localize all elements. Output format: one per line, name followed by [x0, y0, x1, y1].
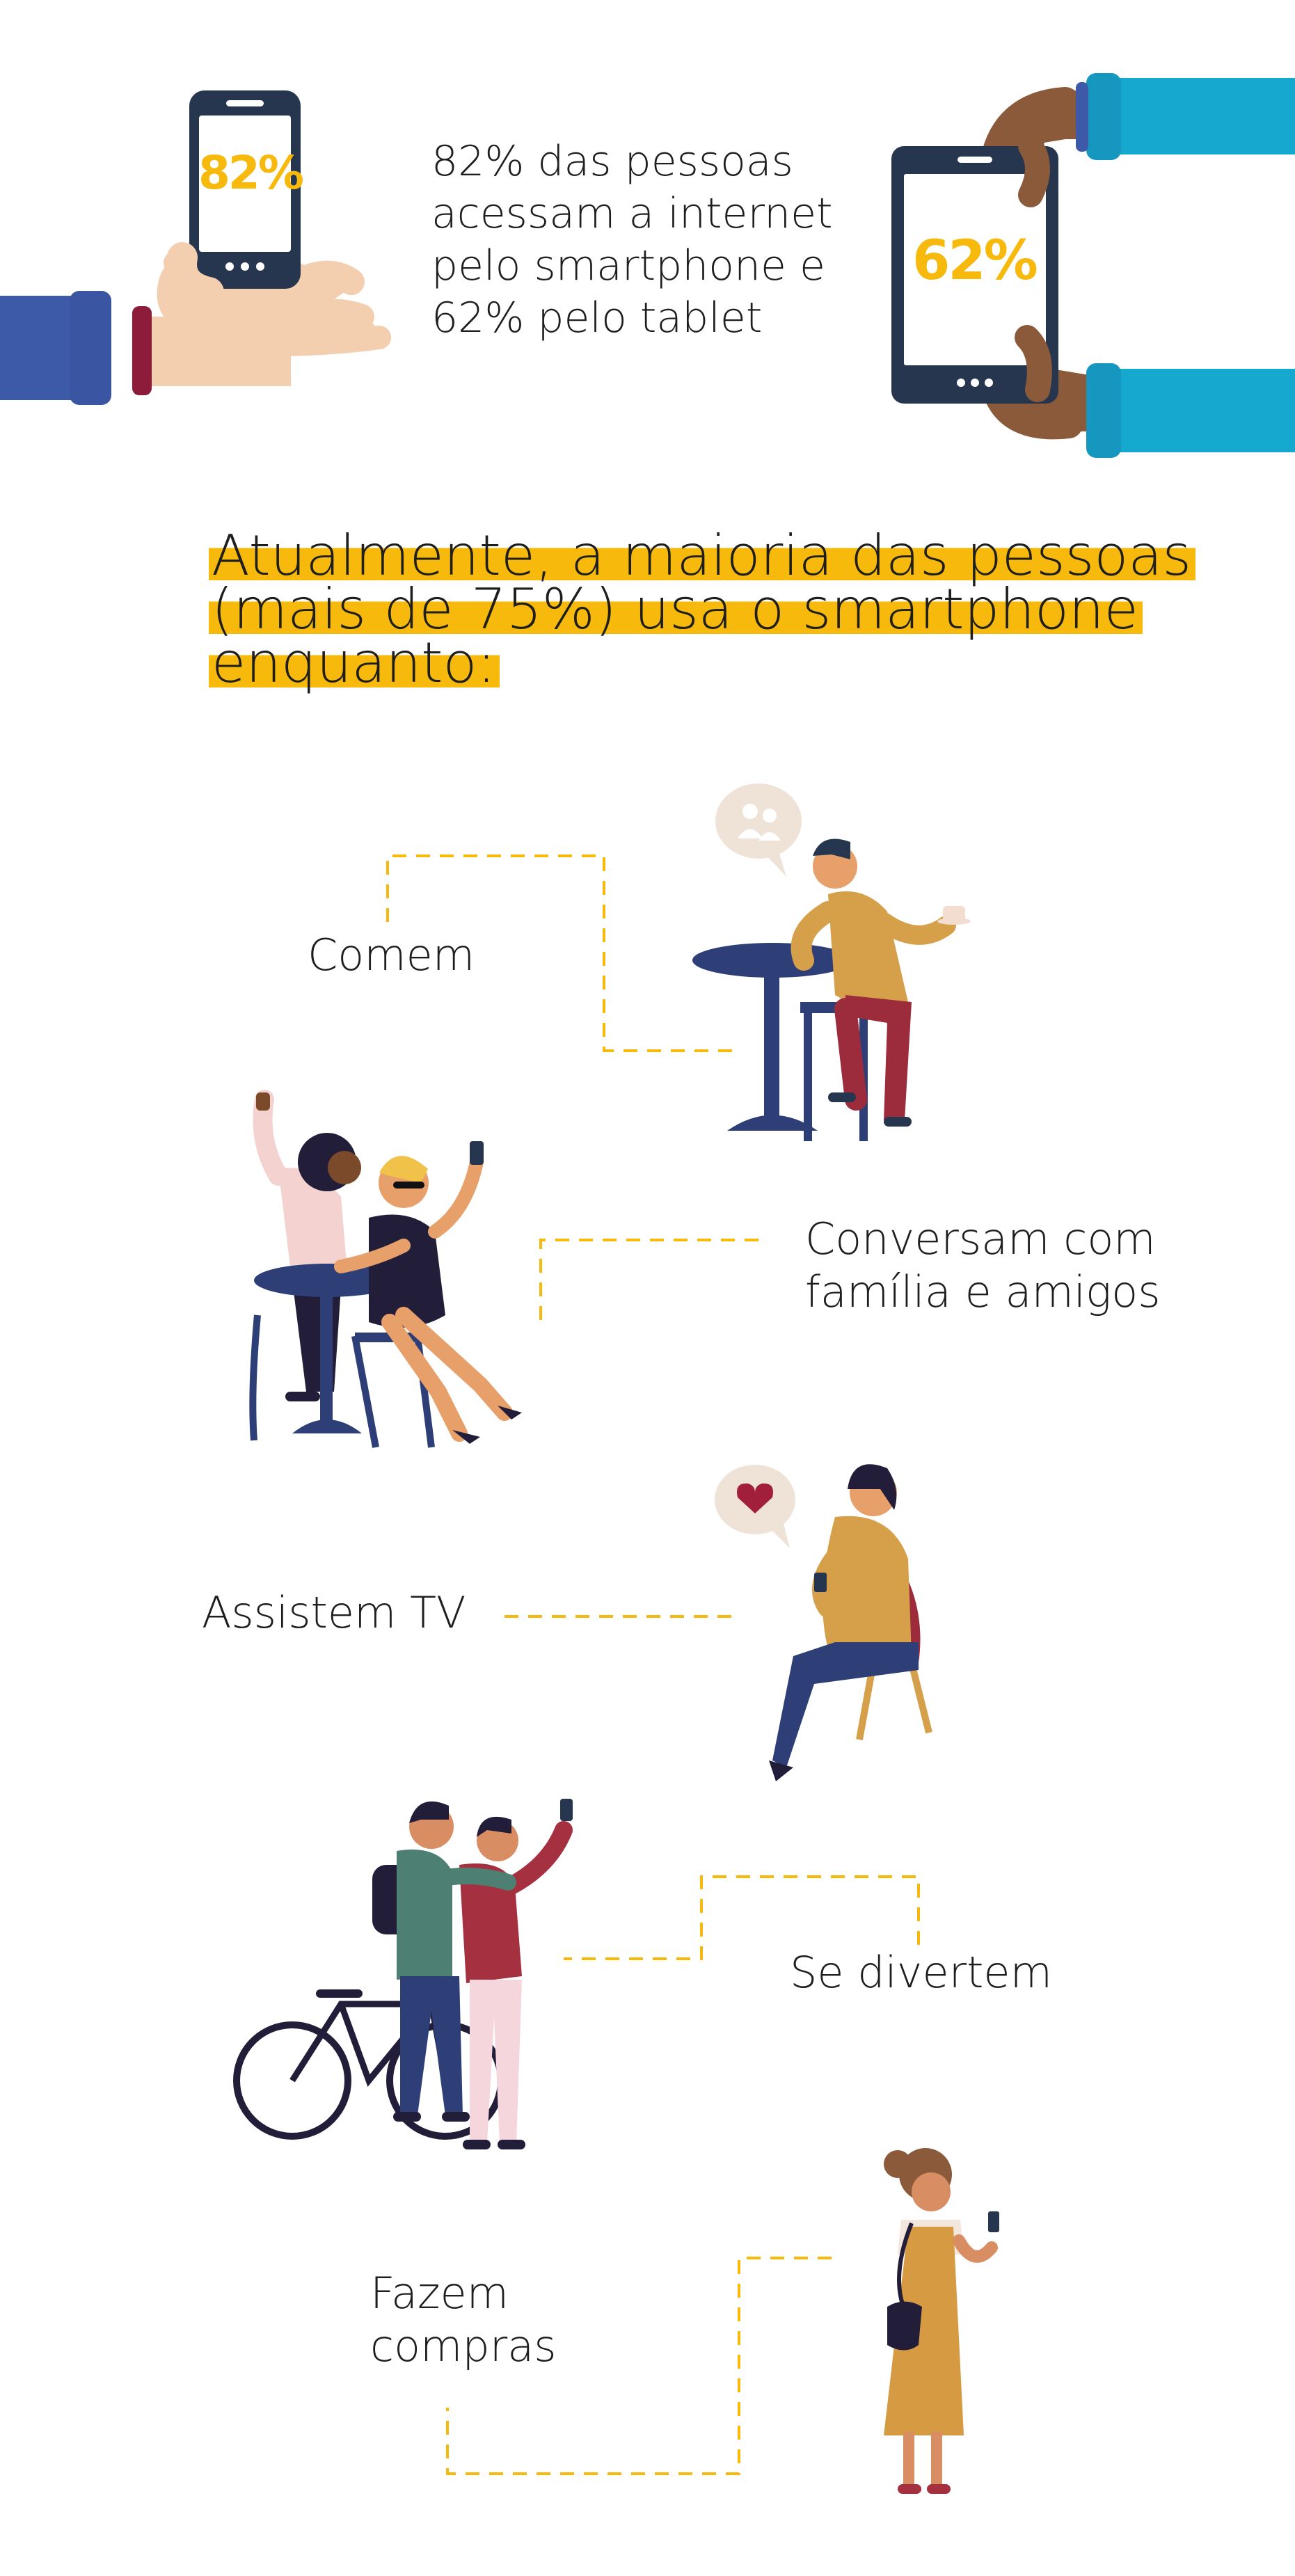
activity-label-assistem: Assistem TV: [202, 1587, 466, 1638]
person-watching-illustration: [715, 1464, 932, 1781]
friends-bike-illustration: [233, 1799, 573, 2149]
smartphone-hand-illustration: [0, 90, 391, 405]
activity-label-line: Fazem: [370, 2268, 509, 2319]
activity-label-comem: Comem: [308, 930, 475, 980]
activity-label-line: compras: [370, 2321, 557, 2371]
woman-shopping-illustration: [884, 2148, 999, 2494]
headline: Atualmente, a maioria das pessoas (mais …: [209, 523, 1196, 695]
headline-line: enquanto:: [209, 630, 500, 695]
tablet-hands-illustration: [891, 73, 1295, 458]
intro-line: 62% pelo tablet: [431, 294, 763, 342]
intro-line: pelo smartphone e: [431, 241, 825, 290]
activity-label-conversam: Conversam com família e amigos: [805, 1213, 1161, 1319]
activity-label-line: Conversam com: [805, 1214, 1156, 1264]
activity-label-compras: Fazem compras: [370, 2267, 557, 2373]
intro-line: 82% das pessoas: [431, 137, 793, 186]
intro-text: 82% das pessoas acessam a internet pelo …: [431, 136, 919, 344]
intro-line: acessam a internet: [431, 189, 833, 238]
smartphone-percentage: 82%: [198, 146, 304, 200]
person-eating-illustration: [692, 784, 971, 1141]
friends-selfie-illustration: [249, 1090, 522, 1448]
activity-label-divertem: Se divertem: [790, 1947, 1052, 1998]
activity-label-line: família e amigos: [805, 1266, 1161, 1317]
tablet-percentage: 62%: [912, 230, 1038, 292]
